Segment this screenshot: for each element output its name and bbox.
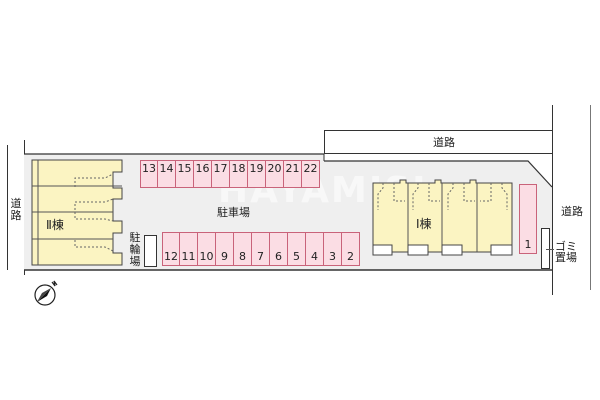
building-1-label: Ⅰ棟	[416, 217, 432, 231]
parking-space-2: 2	[342, 232, 360, 266]
north-road-label: 道路	[433, 136, 455, 149]
parking-space-21: 21	[284, 160, 302, 188]
east-road-label: 道路	[561, 205, 583, 218]
parking-space-6: 6	[270, 232, 288, 266]
parking-space-16: 16	[194, 160, 212, 188]
north-road-edge-left	[324, 130, 325, 154]
parking-space-11: 11	[180, 232, 198, 266]
north-road-edge-bottom	[324, 153, 552, 154]
parking-space-12: 12	[162, 232, 180, 266]
west-road-label: 道路	[10, 197, 22, 222]
parking-space-7: 7	[252, 232, 270, 266]
parking-lot-label: 駐車場	[217, 206, 250, 219]
bicycle-parking-label: 駐輪場	[129, 231, 141, 268]
parking-space-10: 10	[198, 232, 216, 266]
garbage-area-label: ゴミ置場	[555, 240, 577, 264]
parking-space-17: 17	[212, 160, 230, 188]
parking-space-3: 3	[324, 232, 342, 266]
bicycle-parking-area	[144, 235, 157, 267]
east-road-edge-outer	[590, 105, 591, 290]
garbage-area-leader	[546, 249, 554, 250]
parking-space-13: 13	[140, 160, 158, 188]
parking-space-18: 18	[230, 160, 248, 188]
parking-space-22: 22	[302, 160, 320, 188]
north-arrow-icon	[34, 280, 58, 306]
parking-space-8: 8	[234, 232, 252, 266]
parking-space-20: 20	[266, 160, 284, 188]
parking-space-19: 19	[248, 160, 266, 188]
parking-space-9: 9	[216, 232, 234, 266]
garbage-area-label-line1: ゴミ置場	[555, 241, 579, 263]
east-road-edge-inner	[552, 105, 553, 295]
parking-row-bottom: 12 11 10 9 8 7 6 5 4 3 2	[162, 232, 360, 266]
parking-space-14: 14	[158, 160, 176, 188]
parking-space-15: 15	[176, 160, 194, 188]
parking-space-5: 5	[288, 232, 306, 266]
garbage-area	[541, 228, 550, 269]
north-road-edge-top	[324, 130, 552, 131]
parking-space-4: 4	[306, 232, 324, 266]
west-road-edge-outer	[7, 145, 8, 270]
parking-space-1: 1	[519, 184, 537, 254]
building-2-label: Ⅱ棟	[46, 218, 64, 232]
parking-row-top: 13 14 15 16 17 18 19 20 21 22	[140, 160, 320, 188]
